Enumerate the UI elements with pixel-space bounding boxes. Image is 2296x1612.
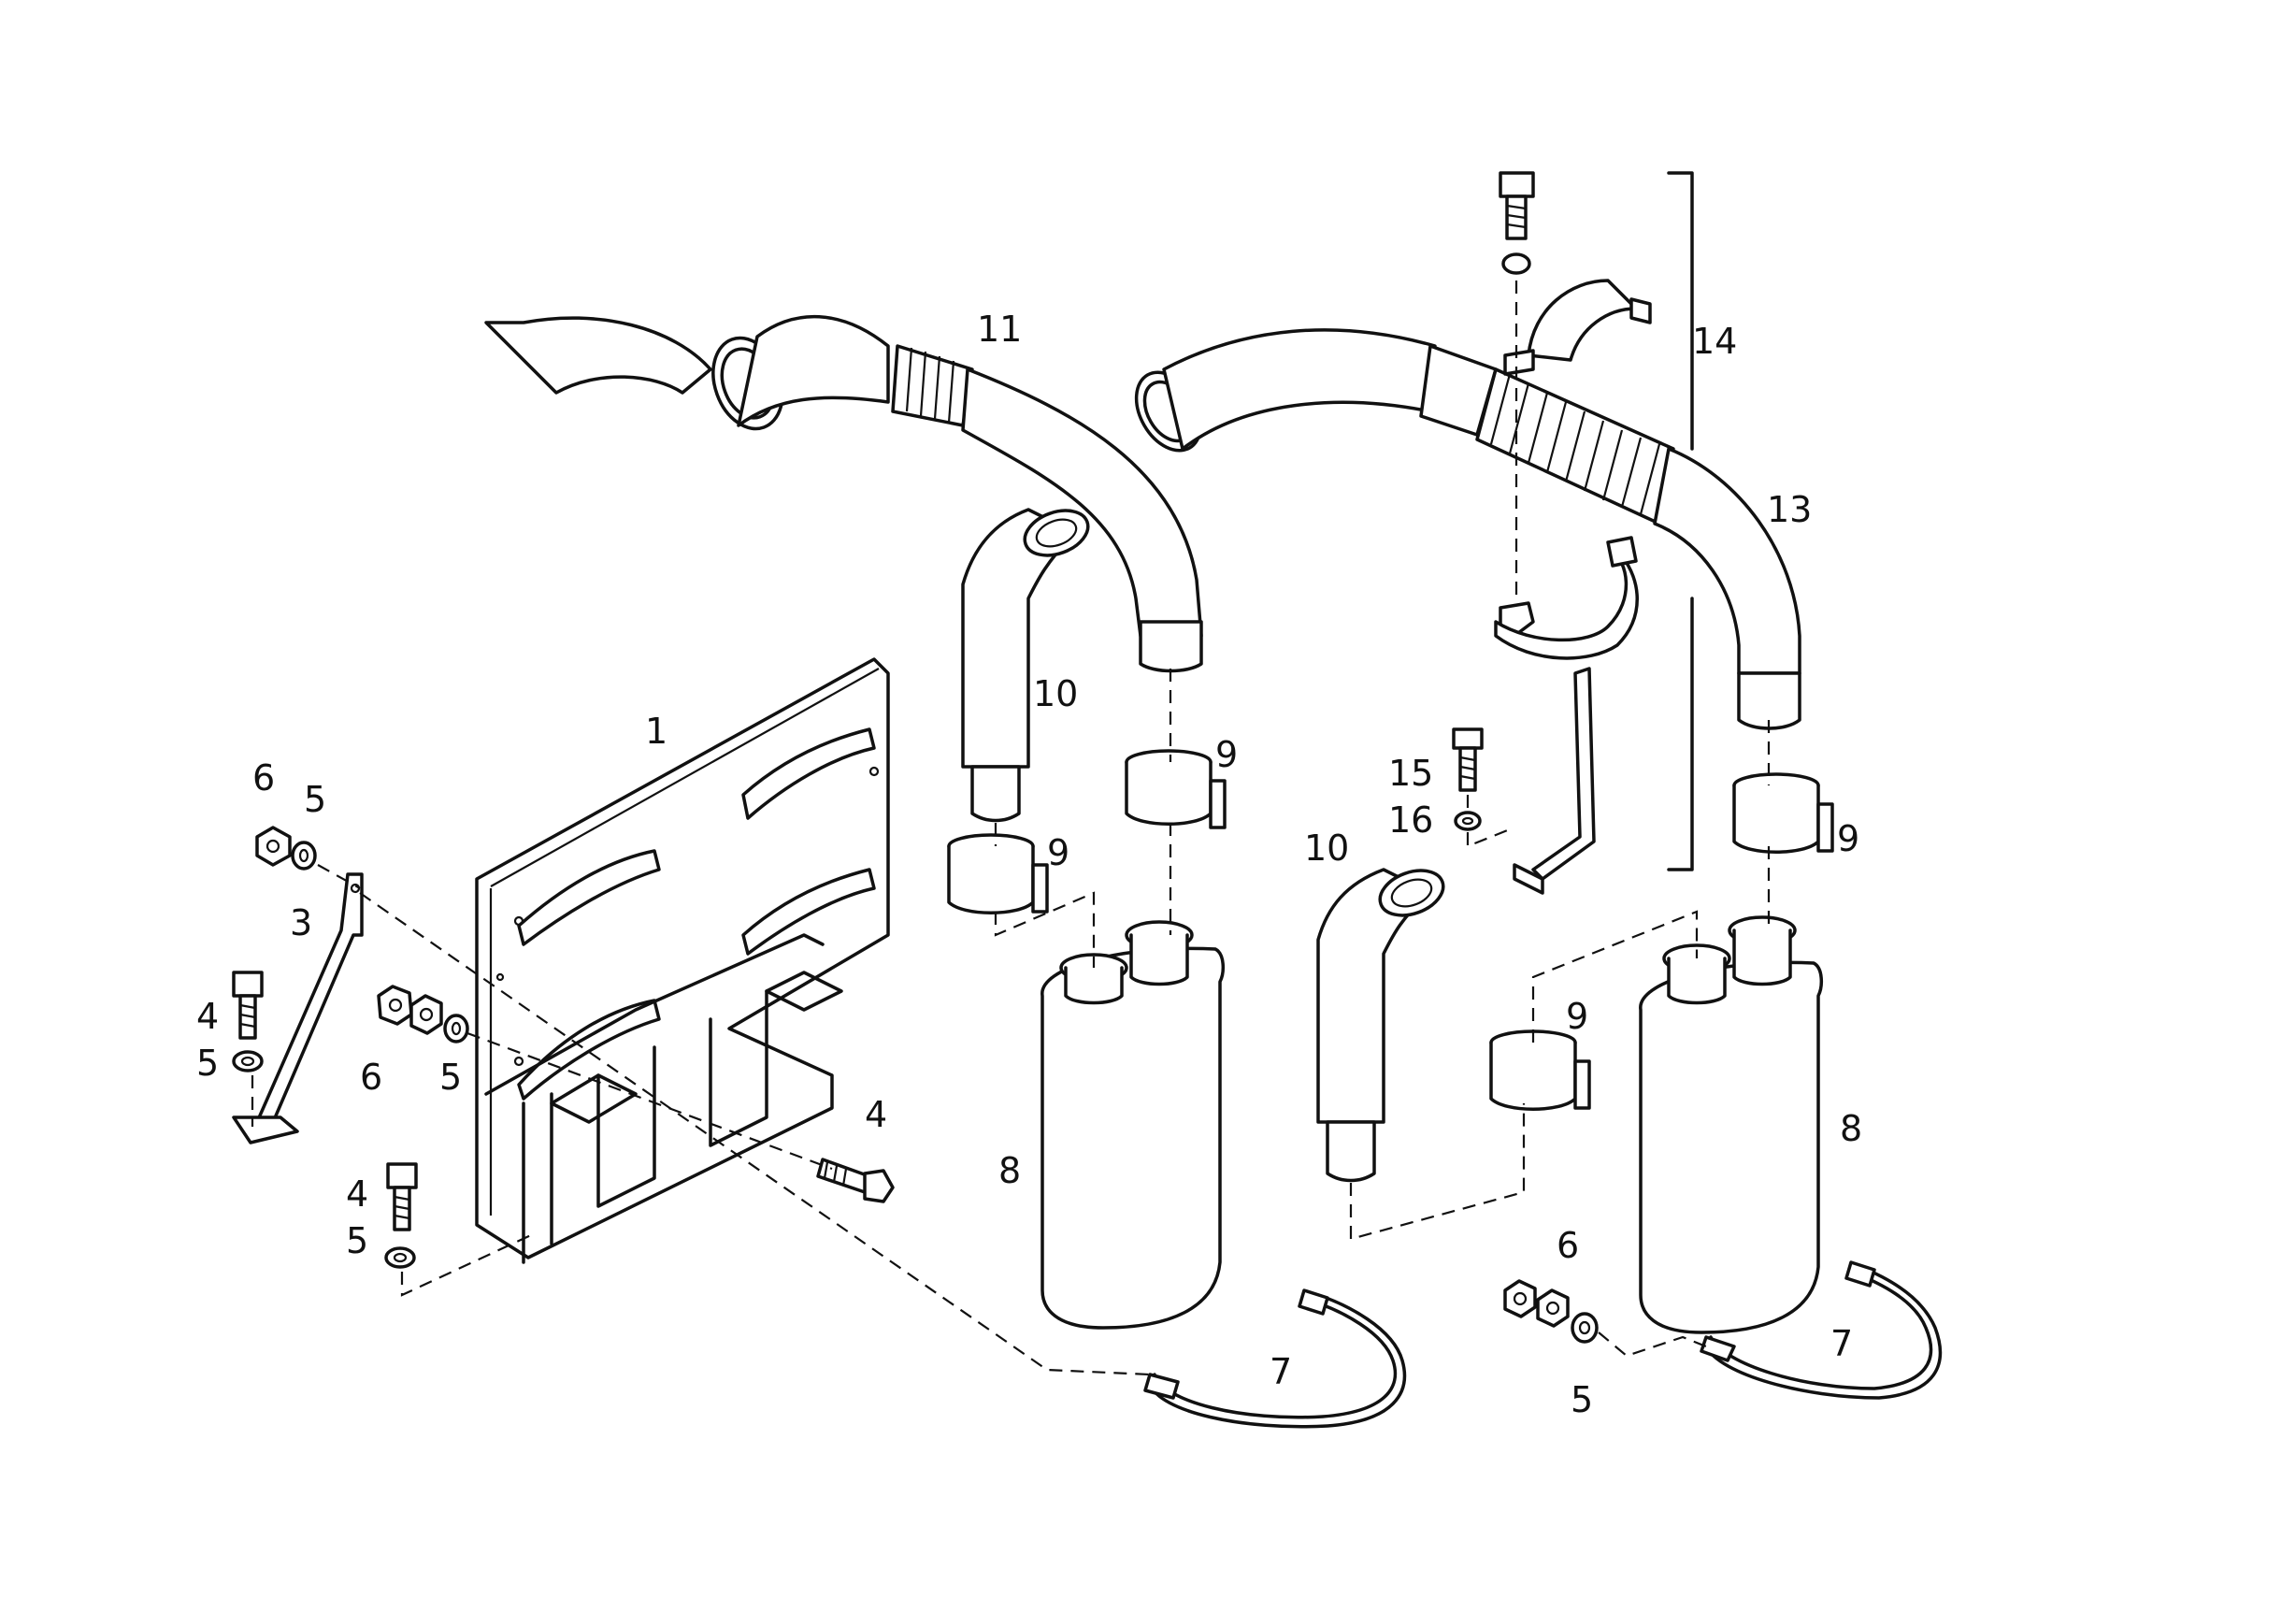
nuts-6c <box>1503 1279 1570 1328</box>
muffler-8a <box>1040 920 1226 1330</box>
callout-3: 3 <box>290 902 312 943</box>
group-bracket-14 <box>1667 171 1694 871</box>
callout-14: 14 <box>1692 321 1737 362</box>
callout-10b: 10 <box>1304 828 1349 869</box>
callout-9a: 9 <box>1215 734 1238 775</box>
callout-16: 16 <box>1388 799 1433 841</box>
bolt-4a <box>232 971 264 1040</box>
exhaust-pipe-13 <box>1134 328 1801 730</box>
u-bolt-7b <box>1700 1260 1943 1400</box>
tailpipe-10a <box>961 508 1090 823</box>
callout-5c: 5 <box>346 1220 368 1261</box>
callout-11: 11 <box>977 309 1022 350</box>
pipe-bracket-set-14 <box>1494 171 1652 895</box>
callout-4a: 4 <box>196 996 219 1037</box>
callout-5d: 5 <box>439 1057 462 1098</box>
callout-8b: 8 <box>1840 1108 1862 1149</box>
callout-9c: 9 <box>1837 818 1859 859</box>
nuts-6b <box>377 985 443 1035</box>
callout-4c: 4 <box>865 1094 887 1135</box>
washer-5b <box>232 1050 264 1072</box>
washer-5a <box>291 841 317 871</box>
washer-16 <box>1454 811 1482 831</box>
callout-5b: 5 <box>196 1043 219 1084</box>
support-strut <box>232 872 364 1144</box>
clamp-9c <box>1732 772 1834 854</box>
exhaust-pipe-11 <box>484 314 1203 673</box>
callout-5a: 5 <box>304 779 326 820</box>
callout-8a: 8 <box>998 1150 1021 1191</box>
clamp-9d <box>1489 1029 1591 1111</box>
nut-6a <box>255 826 292 867</box>
muffler-8b <box>1639 915 1824 1334</box>
callout-7a: 7 <box>1270 1351 1292 1392</box>
bolt-4b <box>386 1162 418 1231</box>
callout-6b: 6 <box>360 1057 382 1098</box>
clamp-9b <box>947 833 1049 914</box>
assembly-lines <box>251 281 1771 1376</box>
callout-15: 15 <box>1388 753 1433 794</box>
callout-9b: 9 <box>1047 832 1069 873</box>
callout-labels: 1 3 4 4 4 5 5 5 5 5 6 6 6 7 7 8 8 9 9 9 … <box>196 309 1862 1420</box>
tailpipe-10b <box>1316 868 1445 1183</box>
callout-1: 1 <box>645 711 667 752</box>
callout-9d: 9 <box>1566 996 1588 1037</box>
callout-4b: 4 <box>346 1173 368 1215</box>
callout-13: 13 <box>1767 489 1812 530</box>
callout-10a: 10 <box>1033 673 1078 714</box>
u-bolt-7a <box>1143 1288 1407 1429</box>
clamp-9a <box>1125 749 1227 829</box>
callout-6a: 6 <box>252 757 275 799</box>
callout-5e: 5 <box>1571 1379 1593 1420</box>
washer-5e <box>1571 1312 1599 1344</box>
callout-6c: 6 <box>1557 1225 1579 1266</box>
callout-7b: 7 <box>1830 1323 1853 1364</box>
bolt-15 <box>1452 727 1484 792</box>
washer-5c <box>384 1246 416 1269</box>
mounting-bracket-plate <box>475 657 890 1264</box>
washer-5d <box>443 1014 469 1043</box>
bolt-4c <box>816 1158 895 1203</box>
